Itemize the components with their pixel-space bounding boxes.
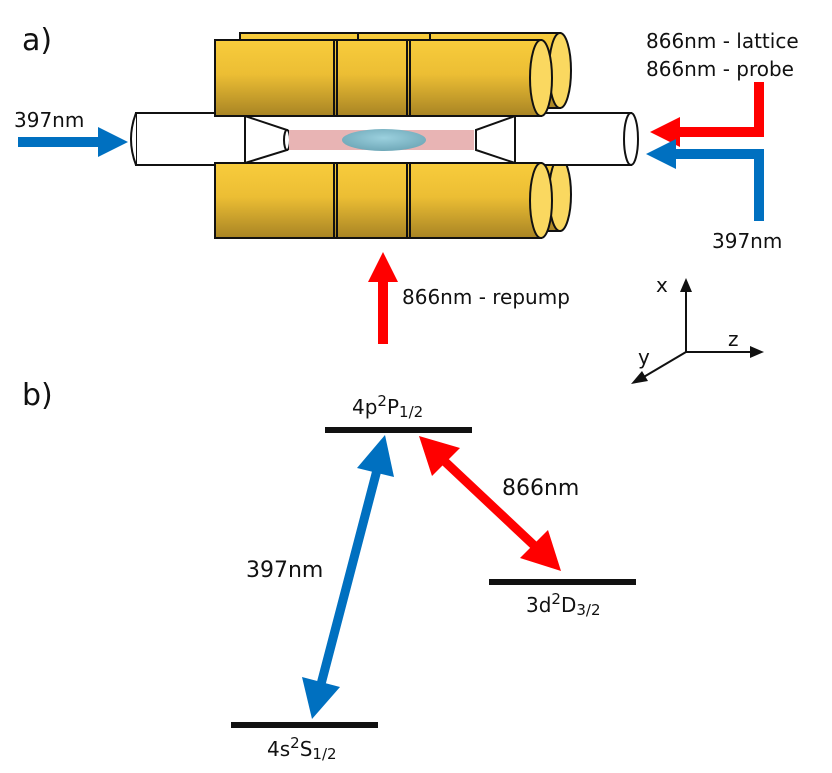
coordinate-axes xyxy=(631,278,764,384)
front-top-electrodes xyxy=(214,39,553,117)
level-4s-label: 4s2S1/2 xyxy=(267,734,337,763)
beam-397-left xyxy=(18,127,128,157)
axis-z-label: z xyxy=(728,327,739,351)
transition-866-arrow xyxy=(419,436,561,571)
beam-397-left-label: 397nm xyxy=(14,108,84,132)
beam-866-lattice-label: 866nm - lattice xyxy=(646,29,799,53)
front-bottom-electrodes xyxy=(214,162,553,239)
beam-397-right-label: 397nm xyxy=(712,229,782,253)
axis-y-label: y xyxy=(638,345,650,369)
level-3d-label: 3d2D3/2 xyxy=(526,590,601,619)
ion-crystal xyxy=(342,129,426,151)
panel-b-label: b) xyxy=(22,378,53,413)
beam-866-repump xyxy=(368,252,398,344)
beam-866-repump-label: 866nm - repump xyxy=(402,285,570,309)
panel-a-label: a) xyxy=(22,23,52,58)
transition-866-label: 866nm xyxy=(502,476,579,501)
beam-397-right xyxy=(646,139,764,221)
transition-397-arrow xyxy=(302,435,394,719)
axis-x-label: x xyxy=(656,273,668,297)
transition-397-label: 397nm xyxy=(246,558,323,583)
level-3d-line xyxy=(489,579,636,585)
level-4p-label: 4p2P1/2 xyxy=(352,392,423,421)
beam-866-right xyxy=(650,82,764,147)
beam-866-probe-label: 866nm - probe xyxy=(646,57,794,81)
level-4p-line xyxy=(325,427,472,433)
level-4s-line xyxy=(231,722,378,728)
